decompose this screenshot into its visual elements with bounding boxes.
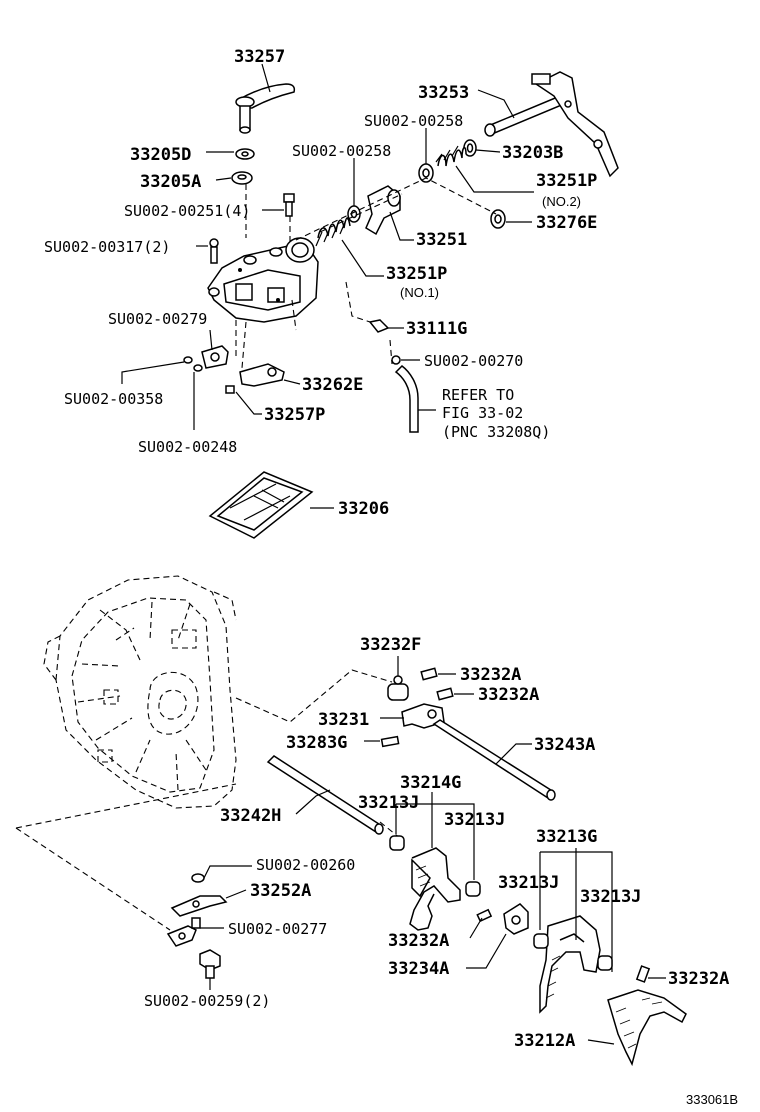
part-33206-plate: [208, 471, 314, 539]
part-su002-00358-pin: [183, 356, 193, 364]
part-33213J-bushing-1: [389, 835, 405, 851]
label-33242H: 33242H: [220, 806, 281, 826]
label-pnc-33208q: (PNC 33208Q): [442, 423, 550, 441]
label-su002-00270: SU002-00270: [424, 352, 523, 370]
part-transmission-case: [43, 575, 237, 809]
label-33251P-no1: 33251P: [386, 264, 447, 284]
part-33257-lever: [235, 83, 296, 134]
part-33231-head: [401, 703, 445, 729]
part-33251P-no2-spring: [435, 145, 467, 167]
label-refer-to: REFER TO: [442, 386, 514, 404]
label-33276E: 33276E: [536, 213, 597, 233]
part-33232A-pin-3: [476, 908, 493, 923]
label-33213J-4: 33213J: [580, 887, 641, 907]
part-33283G-pin: [380, 735, 400, 748]
part-33111G-fitting: [368, 319, 390, 333]
part-su002-00279-bracket: [201, 345, 229, 369]
part-33214G-fork: [409, 847, 461, 931]
label-33213J-3: 33213J: [498, 873, 559, 893]
part-33242H-rod: [266, 755, 384, 835]
label-33232A-2: 33232A: [478, 685, 539, 705]
label-su002-00248: SU002-00248: [138, 438, 237, 456]
label-33253: 33253: [418, 83, 469, 103]
label-su002-00277: SU002-00277: [228, 920, 327, 938]
part-33205D-washer: [235, 148, 255, 160]
part-33232A-pin-1: [420, 667, 438, 681]
label-33212A: 33212A: [514, 1031, 575, 1051]
part-33234A-head: [503, 903, 529, 935]
part-33232A-pin-2: [436, 687, 454, 701]
part-su002-00259-bolt: [199, 949, 221, 979]
part-33205A-seal: [231, 171, 253, 185]
part-33251P-no1-spring: [315, 217, 351, 247]
label-su002-00258-a: SU002-00258: [364, 112, 463, 130]
label-33213G: 33213G: [536, 827, 597, 847]
part-33251-shift-head: [365, 185, 401, 236]
label-su002-00358: SU002-00358: [64, 390, 163, 408]
label-33252A: 33252A: [250, 881, 311, 901]
label-33203B: 33203B: [502, 143, 563, 163]
part-shift-housing: [207, 237, 319, 323]
label-33232A-4: 33232A: [668, 969, 729, 989]
part-33276E-plug: [490, 209, 506, 229]
label-no1: (NO.1): [400, 285, 439, 300]
label-33111G: 33111G: [406, 319, 467, 339]
figure-id: 333061B: [686, 1092, 738, 1107]
label-33257: 33257: [234, 47, 285, 67]
part-33253-shaft: [484, 71, 619, 178]
part-hose: [394, 365, 419, 433]
label-no2: (NO.2): [542, 194, 581, 209]
part-33232A-pin-4: [635, 965, 651, 983]
label-33232A-1: 33232A: [460, 665, 521, 685]
label-33251P-no2: 33251P: [536, 171, 597, 191]
label-33213J-2: 33213J: [444, 810, 505, 830]
part-33257P-pin: [225, 385, 235, 394]
part-33213J-bushing-3: [533, 933, 549, 949]
label-33257P: 33257P: [264, 405, 325, 425]
label-su002-00279: SU002-00279: [108, 310, 207, 328]
label-33214G: 33214G: [400, 773, 461, 793]
part-33213G-fork: [539, 915, 601, 1014]
label-33213J-1: 33213J: [358, 793, 419, 813]
label-33231: 33231: [318, 710, 369, 730]
label-33251: 33251: [416, 230, 467, 250]
part-33232F-pin: [387, 675, 409, 701]
label-33205A: 33205A: [140, 172, 201, 192]
part-su002-00260-washer: [191, 873, 205, 883]
label-su002-00259: SU002-00259(2): [144, 992, 270, 1010]
part-su002-00248-pin: [193, 364, 203, 372]
part-su002-00317-stud: [209, 238, 219, 264]
part-su002-00270-clip: [391, 355, 401, 365]
label-33234A: 33234A: [388, 959, 449, 979]
label-33283G: 33283G: [286, 733, 347, 753]
part-33252A-plate: [170, 895, 228, 917]
label-fig-33-02: FIG 33-02: [442, 404, 523, 422]
label-33243A: 33243A: [534, 735, 595, 755]
part-33262E-lever: [239, 363, 285, 387]
label-su002-00317: SU002-00317(2): [44, 238, 170, 256]
part-33243A-rod: [432, 719, 556, 801]
label-su002-00258-b: SU002-00258: [292, 142, 391, 160]
part-su002-00251-bolt: [283, 193, 295, 217]
part-su002-00258-washer-a: [418, 163, 434, 183]
part-33213J-bushing-2: [465, 881, 481, 897]
label-33232F: 33232F: [360, 635, 421, 655]
label-33262E: 33262E: [302, 375, 363, 395]
label-su002-00251: SU002-00251(4): [124, 202, 250, 220]
label-33205D: 33205D: [130, 145, 191, 165]
label-33206: 33206: [338, 499, 389, 519]
label-33232A-3: 33232A: [388, 931, 449, 951]
part-su002-00277-bracket: [166, 917, 201, 947]
part-33213J-bushing-4: [597, 955, 613, 971]
label-su002-00260: SU002-00260: [256, 856, 355, 874]
part-33212A-fork: [607, 989, 687, 1067]
